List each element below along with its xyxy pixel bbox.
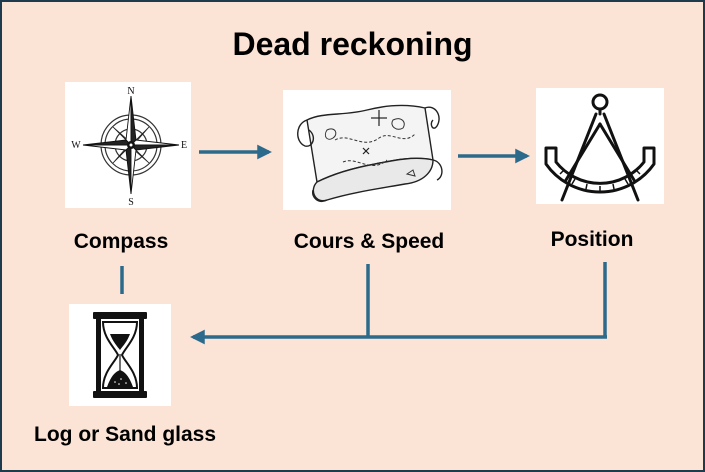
divider-protractor-icon [544, 93, 656, 202]
diagram-title: Dead reckoning [232, 26, 473, 62]
compass-letter-s: S [128, 197, 134, 208]
compass-rose-icon: N S E W [71, 86, 187, 208]
hourglass-icon [93, 312, 147, 398]
position-tile [536, 88, 664, 204]
course-speed-tile [283, 90, 451, 210]
position-label: Position [550, 228, 634, 251]
compass-letter-e: E [181, 140, 187, 151]
compass-letter-n: N [127, 86, 134, 97]
treasure-map-icon [297, 104, 443, 202]
course-speed-label: Cours & Speed [293, 230, 445, 253]
compass-letter-w: W [71, 140, 81, 151]
log-label: Log or Sand glass [34, 423, 217, 446]
log-tile [69, 304, 171, 406]
compass-tile: N S E W [65, 82, 191, 208]
compass-label: Compass [73, 230, 169, 253]
